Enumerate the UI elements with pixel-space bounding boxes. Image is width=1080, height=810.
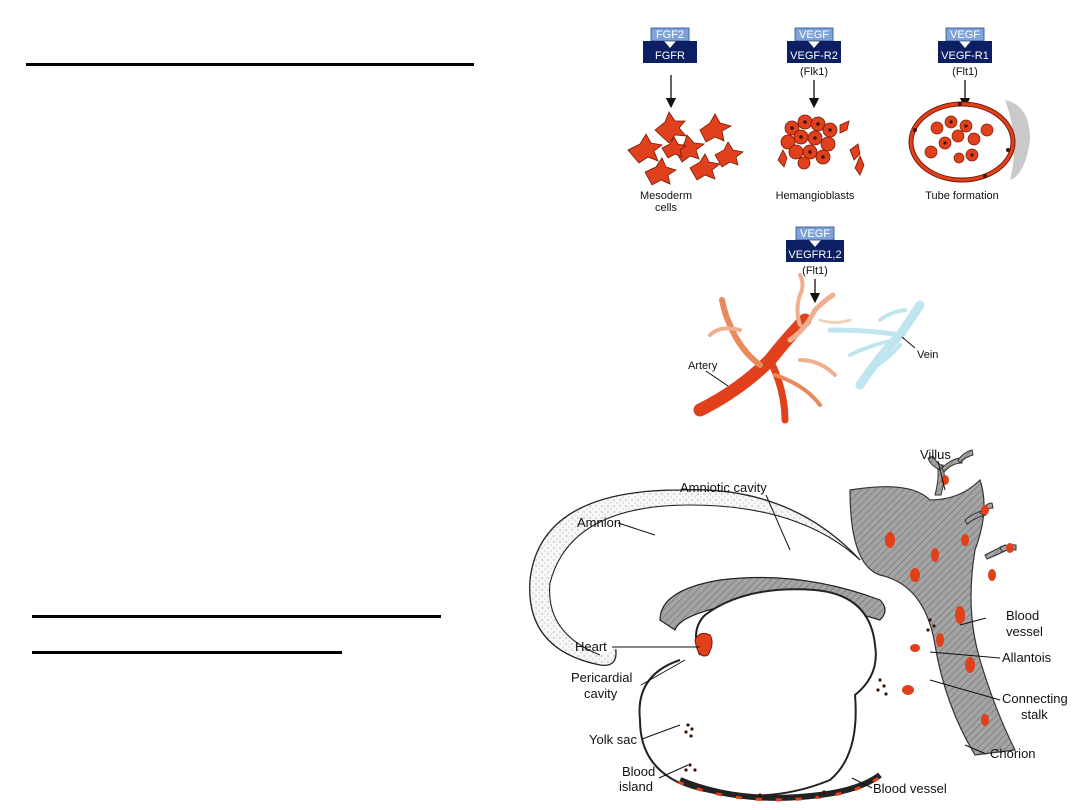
heading-rule-top [26,63,474,66]
blood-vessel-label-line2: vessel [1006,624,1043,639]
receptor-alias: (Flt1) [802,265,828,277]
signal-panel-fgf2: FGF2 FGFR Mesoderm cells [627,27,744,214]
mesoderm-cells-illustration [627,111,744,186]
connecting-stalk-label-line1: Connecting [1002,691,1068,706]
heart-shape [694,632,713,657]
ligand-box [945,27,985,42]
blood-island-clusters [684,618,936,801]
yolk-sac-wall [678,772,882,801]
signal-panel-vegf-r2: VEGF VEGF-R2 (Flk1) Hemangioblasts [776,27,865,202]
receptor-label: VEGF-R2 [790,50,838,62]
receptor-label: VEGF-R1 [941,50,989,62]
receptor-alias: (Flk1) [800,66,828,78]
result-label-line1: Tube formation [925,190,999,202]
receptor-box [938,41,992,63]
receptor-box [787,41,841,63]
receptor-box [786,240,844,262]
blood-island-label-line2: island [619,779,653,794]
hemangioblasts-illustration [777,114,865,176]
result-label-line1: Mesoderm [640,190,692,202]
ligand-label: FGF2 [656,29,684,41]
heading-rule-bottom [32,651,342,654]
vein-label: Vein [917,349,938,361]
ligand-label: VEGF [799,29,829,41]
heart-label: Heart [575,639,607,654]
ligand-label: VEGF [800,228,830,240]
amniotic-cavity-label: Amniotic cavity [680,480,767,495]
tube-formation-illustration [908,100,1030,183]
allantois-label: Allantois [1002,650,1052,665]
heading-rule-middle [32,615,441,618]
ligand-box [795,226,835,241]
ligand-box [794,27,834,42]
ligand-label: VEGF [950,29,980,41]
artery-leader [705,370,729,387]
result-label-line2: cells [655,202,678,214]
ligand-box [650,27,690,42]
result-label-line1: Hemangioblasts [776,190,855,202]
receptor-alias: (Flt1) [952,66,978,78]
blood-vessel-bottom-label: Blood vessel [873,781,947,796]
signal-panel-vegf-r1: VEGF VEGF-R1 (Flt1) Tube formation [908,27,1030,202]
amnion-label: Amnion [577,515,621,530]
amniotic-cavity [549,504,861,656]
blood-island-label-line1: Blood [622,764,655,779]
yolk-sac-label: Yolk sac [589,732,637,747]
pericardial-cavity-label-line2: cavity [584,686,618,701]
chorion-label: Chorion [990,746,1036,761]
embryo-leader-lines [612,460,1001,789]
connecting-stalk-label-line2: stalk [1021,707,1048,722]
villus-label: Villus [920,447,951,462]
receptor-label: FGFR [655,50,685,62]
embryo-diagram: Amniotic cavity Amnion Villus Heart Peri… [529,447,1068,802]
artery-label: Artery [688,360,718,372]
chorion-vessels [885,475,1014,726]
vein-leader [901,336,916,349]
chorion-band [849,478,1016,756]
receptor-box [643,41,697,63]
signal-panel-vegfr12: VEGF VEGFR1,2 (Flt1) Artery Vein [688,226,938,424]
blood-vessel-label-line1: Blood [1006,608,1039,623]
vein-tree-illustration [827,300,925,390]
pericardial-cavity-label-line1: Pericardial [571,670,633,685]
receptor-label: VEGFR1,2 [788,249,841,261]
artery-tree-illustration [693,273,852,424]
